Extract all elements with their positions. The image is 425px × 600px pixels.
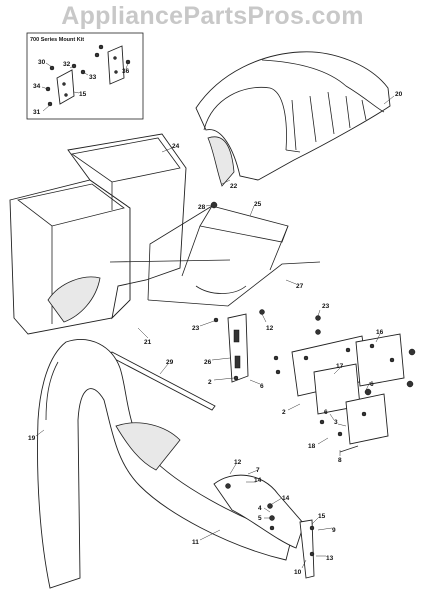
callout-24: 24 <box>172 143 180 150</box>
callout-10: 10 <box>294 569 302 576</box>
callout-7: 7 <box>256 467 260 474</box>
callout-labels: 20 24 22 28 25 27 21 23 23 12 26 2 6 16 … <box>28 91 403 576</box>
callout-5: 5 <box>258 515 262 522</box>
inset-callout-33: 33 <box>89 74 97 81</box>
leader-lines <box>35 95 395 569</box>
watermark: AppliancePartsPros.com <box>61 2 364 30</box>
mount-brackets <box>213 309 416 453</box>
callout-27: 27 <box>296 283 304 290</box>
callout-17: 17 <box>336 363 344 370</box>
inset-callout-36: 36 <box>122 68 130 75</box>
callout-23-left: 23 <box>192 325 200 332</box>
inset-callout-30: 30 <box>38 59 46 66</box>
callout-19: 19 <box>28 435 36 442</box>
callout-12-upper: 12 <box>266 325 274 332</box>
callout-6-lower: 6 <box>324 409 328 416</box>
twin-bags <box>9 133 187 335</box>
callout-29: 29 <box>166 359 174 366</box>
callout-8: 8 <box>338 457 342 464</box>
callout-4: 4 <box>258 505 262 512</box>
inset-callout-34: 34 <box>33 83 41 90</box>
top-cover <box>195 51 391 187</box>
inset-callout-32: 32 <box>63 61 71 68</box>
callout-14-lower: 14 <box>282 495 290 502</box>
callout-22: 22 <box>230 183 238 190</box>
mount-kit-inset: 700 Series Mount Kit 30 32 33 36 34 15 3… <box>26 32 144 120</box>
callout-6-left: 6 <box>260 383 264 390</box>
callout-21: 21 <box>144 339 152 346</box>
chute-hose <box>37 339 293 589</box>
inset-title: 700 Series Mount Kit <box>30 37 84 43</box>
callout-12-lower: 12 <box>234 459 242 466</box>
callout-20: 20 <box>395 91 403 98</box>
callout-13: 13 <box>326 555 334 562</box>
callout-15: 15 <box>318 513 326 520</box>
callout-6-right: 6 <box>370 381 374 388</box>
frame-rails <box>109 201 321 307</box>
inset-callout-31: 31 <box>33 109 41 116</box>
callout-23-right: 23 <box>322 303 330 310</box>
callout-26: 26 <box>204 359 212 366</box>
callout-16: 16 <box>376 329 384 336</box>
callout-3: 3 <box>334 419 338 426</box>
callout-2-left: 2 <box>208 379 212 386</box>
callout-18: 18 <box>308 443 316 450</box>
hanger-plate <box>227 313 249 383</box>
callout-14-upper: 14 <box>254 477 262 484</box>
inset-callout-15: 15 <box>79 91 87 98</box>
handle <box>299 519 315 579</box>
callout-9: 9 <box>332 527 336 534</box>
callout-25: 25 <box>254 201 262 208</box>
callout-11: 11 <box>192 539 199 546</box>
callout-28: 28 <box>198 204 206 211</box>
callout-2-right: 2 <box>282 409 286 416</box>
chute-elbow <box>213 474 305 549</box>
